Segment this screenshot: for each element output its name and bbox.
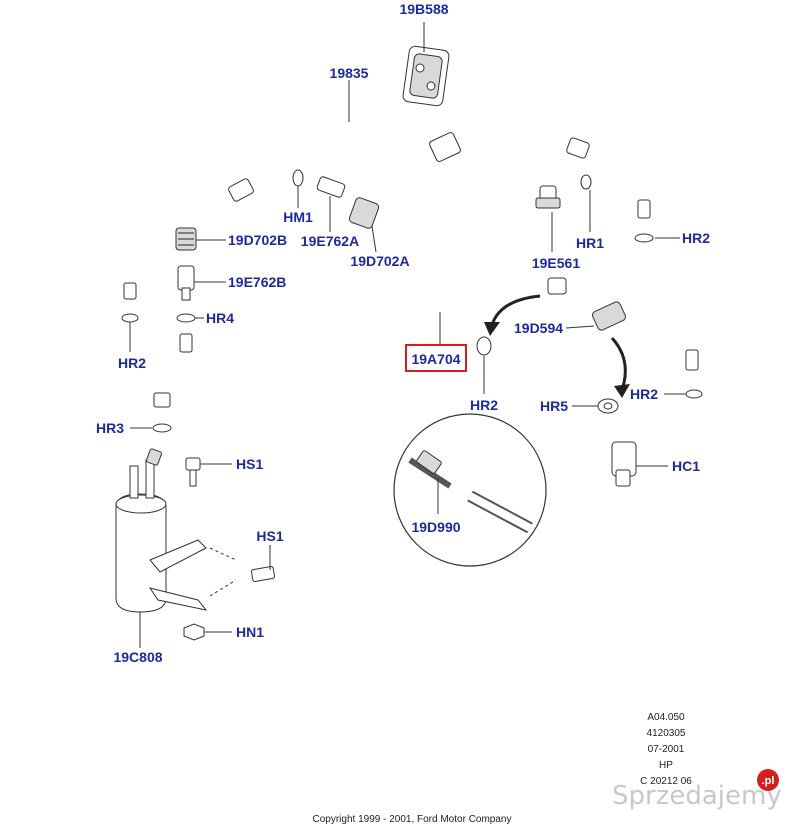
oring-hr2-center	[476, 294, 541, 394]
label-19e762a: 19E762A	[301, 233, 359, 249]
label-hr2-right: HR2	[630, 386, 658, 402]
label-hr2-left: HR2	[118, 355, 146, 371]
copyright-text: Copyright 1999 - 2001, Ford Motor Compan…	[313, 814, 512, 825]
oring-hr4	[176, 313, 204, 353]
label-hr3: HR3	[96, 420, 124, 436]
fitting-19d702b	[175, 227, 226, 251]
label-19c808: 19C808	[113, 649, 162, 665]
label-hr1: HR1	[576, 235, 604, 251]
fitting-19e762a	[316, 176, 346, 232]
label-hr2-center: HR2	[470, 397, 498, 413]
detail-view-19d990	[393, 413, 547, 567]
label-hr2-top-right: HR2	[682, 230, 710, 246]
fitting-19d702a	[348, 197, 380, 253]
label-19d990: 19D990	[411, 519, 460, 535]
label-19a704: 19A704	[411, 351, 460, 367]
label-19b588: 19B588	[399, 1, 448, 17]
label-hs1-mid: HS1	[256, 528, 283, 544]
label-hs1-top: HS1	[236, 456, 263, 472]
label-19e762b: 19E762B	[228, 274, 286, 290]
bolt-hs1-mid	[250, 545, 276, 583]
meta-line-1: A04.050	[647, 712, 685, 723]
oring-hr2-top-right	[634, 233, 680, 243]
nut-hn1	[183, 623, 232, 641]
oring-hr2-right	[664, 389, 703, 399]
label-19d594: 19D594	[514, 320, 563, 336]
label-hr4: HR4	[206, 310, 234, 326]
watermark-text: Sprzedajemy	[612, 781, 782, 811]
seal-plate-19b588	[402, 22, 450, 107]
upper-pipe-19835	[123, 80, 651, 300]
label-hc1: HC1	[672, 458, 700, 474]
label-19d702a: 19D702A	[350, 253, 409, 269]
oring-hr1	[580, 174, 592, 232]
label-hr5: HR5	[540, 398, 568, 414]
label-19e561: 19E561	[532, 255, 580, 271]
clip-hc1	[611, 441, 668, 487]
oring-hr5	[572, 398, 619, 414]
fitting-19e762b	[177, 265, 226, 301]
label-19d702b: 19D702B	[228, 232, 287, 248]
watermark-badge-text: .pl	[762, 775, 775, 787]
label-hn1: HN1	[236, 624, 264, 640]
meta-line-3: 07-2001	[648, 744, 685, 755]
oring-hr3	[130, 423, 172, 433]
highlight-box-19a704	[405, 344, 467, 372]
meta-line-2: 4120305	[647, 728, 686, 739]
meta-line-5: C 20212 06	[640, 776, 692, 787]
watermark-badge	[757, 769, 779, 791]
oring-hr2-left	[121, 313, 139, 352]
oring-hm1	[292, 169, 304, 208]
bolt-hs1-top	[185, 457, 232, 487]
switch-19d594	[565, 301, 630, 398]
valve-19e561	[535, 185, 561, 252]
label-19835: 19835	[330, 65, 369, 81]
lower-pipe-19a704	[153, 277, 699, 408]
label-hm1: HM1	[283, 209, 313, 225]
receiver-drier-19c808	[115, 448, 237, 648]
meta-line-4: HP	[659, 760, 673, 771]
